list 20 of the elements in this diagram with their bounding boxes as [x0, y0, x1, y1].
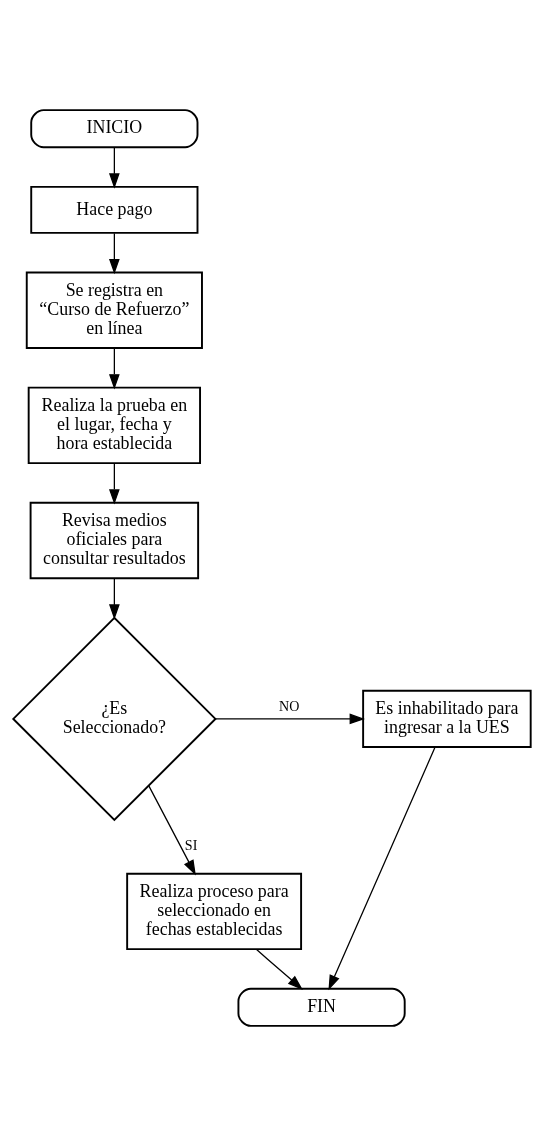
node-box: FIN	[237, 987, 406, 1027]
node-box: Es inhabilitado para ingresar a la UES	[362, 689, 532, 748]
arrow	[214, 713, 365, 724]
arrow	[109, 462, 120, 505]
arrow	[109, 146, 120, 189]
arrow	[148, 784, 196, 875]
arrow	[109, 577, 120, 620]
node-box: Se registra en “Curso de Refuerzo” en línea	[25, 271, 203, 349]
node-box: Realiza la prueba en el lugar, fecha y hora establecida	[27, 386, 201, 464]
node-box: Hace pago	[30, 185, 199, 234]
edge-label: NO	[279, 697, 300, 714]
node-diamond: ¿Es Seleccionado?	[11, 616, 217, 821]
edge-label: SI	[184, 836, 198, 853]
arrow	[109, 347, 120, 389]
arrow	[255, 948, 303, 990]
node-box: Revisa medios oficiales para consultar resultados	[29, 501, 200, 579]
arrow	[109, 232, 120, 274]
arrow	[328, 745, 436, 990]
node-box: INICIO	[30, 108, 199, 148]
node-box: Realiza proceso para seleccionado en fechas establecidas	[126, 872, 303, 950]
